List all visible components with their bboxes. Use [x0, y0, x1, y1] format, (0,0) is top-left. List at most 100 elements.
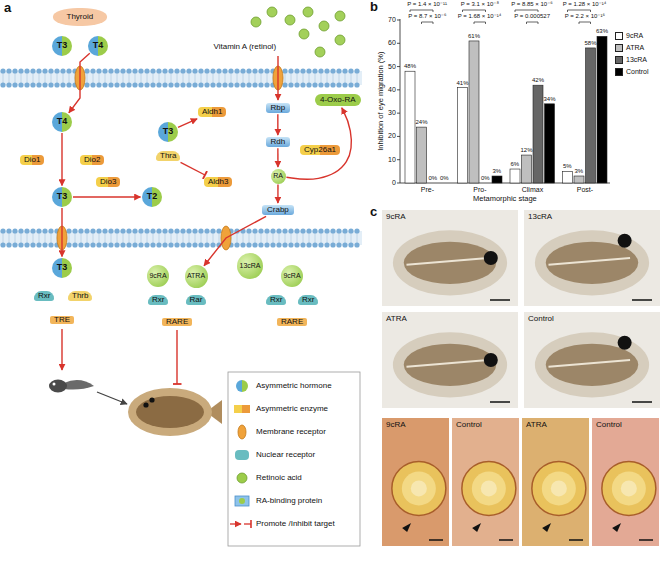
lipid-head	[132, 68, 137, 73]
lipid-tail	[327, 73, 328, 83]
lipid-head	[294, 242, 299, 247]
lipid-head	[234, 242, 239, 247]
lipid-head	[330, 242, 335, 247]
lipid-head	[270, 242, 275, 247]
photo-ground	[524, 210, 660, 306]
lipid-tail	[183, 233, 184, 243]
hormone-circle: T2	[142, 187, 162, 207]
legend-label: Asymmetric enzyme	[256, 405, 328, 414]
larva-photo	[524, 312, 660, 408]
lipid-head	[12, 228, 17, 233]
lipid-head	[318, 82, 323, 87]
lipid-head	[18, 68, 23, 73]
lipid-tail	[21, 73, 22, 83]
node-label: T3	[163, 127, 174, 137]
lipid-tail	[33, 233, 34, 243]
significance-bracket	[579, 22, 591, 24]
lipid-tail	[153, 233, 154, 243]
lipid-head	[324, 82, 329, 87]
development-arrow	[97, 392, 127, 404]
node-label: T2	[147, 192, 158, 202]
lipid-head	[84, 82, 89, 87]
node-label: Rxr	[270, 296, 282, 305]
lipid-tail	[93, 233, 94, 243]
lipid-head	[48, 82, 53, 87]
node-label: Dio2	[84, 156, 100, 165]
lipid-tail	[255, 73, 256, 83]
lipid-head	[102, 68, 107, 73]
hormone-sample	[242, 380, 248, 392]
lipid-tail	[27, 233, 28, 243]
lipid-head	[126, 228, 131, 233]
lipid-head	[294, 68, 299, 73]
lipid-head	[72, 228, 77, 233]
lipid-head	[300, 242, 305, 247]
lipid-tail	[207, 233, 208, 243]
nuclear-receptor-sample	[235, 450, 249, 460]
promote-connector	[286, 108, 351, 180]
lipid-head	[84, 228, 89, 233]
lipid-head	[84, 68, 89, 73]
fin-fold	[393, 230, 507, 295]
lipid-tail	[39, 73, 40, 83]
response-element: RARE	[162, 318, 192, 327]
bar-value: 24%	[416, 119, 428, 126]
enzyme-box: Dio2	[80, 155, 104, 166]
enzyme-box: Dio1	[20, 155, 44, 166]
bar	[481, 183, 491, 184]
scale-bar	[429, 539, 443, 541]
lipid-head	[168, 68, 173, 73]
y-tick	[397, 136, 400, 137]
retinol-molecule	[267, 7, 277, 17]
node-label: Dio3	[100, 178, 116, 187]
photo-label: Control	[596, 421, 622, 430]
scale-bar	[632, 299, 652, 301]
lipid-tail	[261, 73, 262, 83]
lipid-head	[192, 228, 197, 233]
legend-label: Nuclear receptor	[256, 451, 315, 460]
lipid-head	[132, 82, 137, 87]
legend-label: 9cRA	[626, 32, 643, 40]
hormone-sample	[236, 380, 242, 392]
lipid-head	[30, 68, 35, 73]
transcription-arrow	[61, 329, 62, 370]
lipid-head	[120, 242, 125, 247]
lipid-head	[156, 82, 161, 87]
lipid-head	[174, 228, 179, 233]
lipid-head	[240, 242, 245, 247]
nuclear-receptor: Rxr	[148, 295, 168, 306]
lipid-head	[180, 82, 185, 87]
lipid-head	[228, 82, 233, 87]
lipid-tail	[33, 73, 34, 83]
lipid-tail	[243, 73, 244, 83]
lipid-head	[294, 228, 299, 233]
tick-label: 40	[388, 86, 396, 94]
retinol-molecule	[303, 7, 313, 17]
lipid-head	[288, 228, 293, 233]
lipid-head	[102, 242, 107, 247]
lipid-tail	[81, 233, 82, 243]
legend-swatch	[615, 68, 623, 76]
lipid-tail	[135, 233, 136, 243]
lipid-head	[294, 82, 299, 87]
nuclear-receptor: Rxr	[298, 295, 318, 306]
significance-bracket	[568, 10, 591, 12]
receptor-sample	[238, 425, 246, 439]
enzyme-sample	[242, 405, 250, 413]
protein-sample	[235, 496, 249, 506]
node-label: RARE	[166, 318, 188, 327]
lipid-head	[138, 242, 143, 247]
lipid-tail	[189, 73, 190, 83]
fish-eye	[484, 353, 498, 367]
tick-label: 20	[388, 132, 396, 140]
lipid-bilayer	[0, 228, 362, 247]
lipid-head	[336, 82, 341, 87]
lipid-head	[30, 82, 35, 87]
nuclear-receptor: Rar	[186, 295, 207, 306]
thyroid-receptor: Thrb	[68, 291, 92, 302]
lipid-head	[138, 82, 143, 87]
lipid-tail	[195, 73, 196, 83]
lipid-head	[306, 82, 311, 87]
larva-photo	[382, 312, 518, 408]
fish-spine	[548, 360, 630, 367]
